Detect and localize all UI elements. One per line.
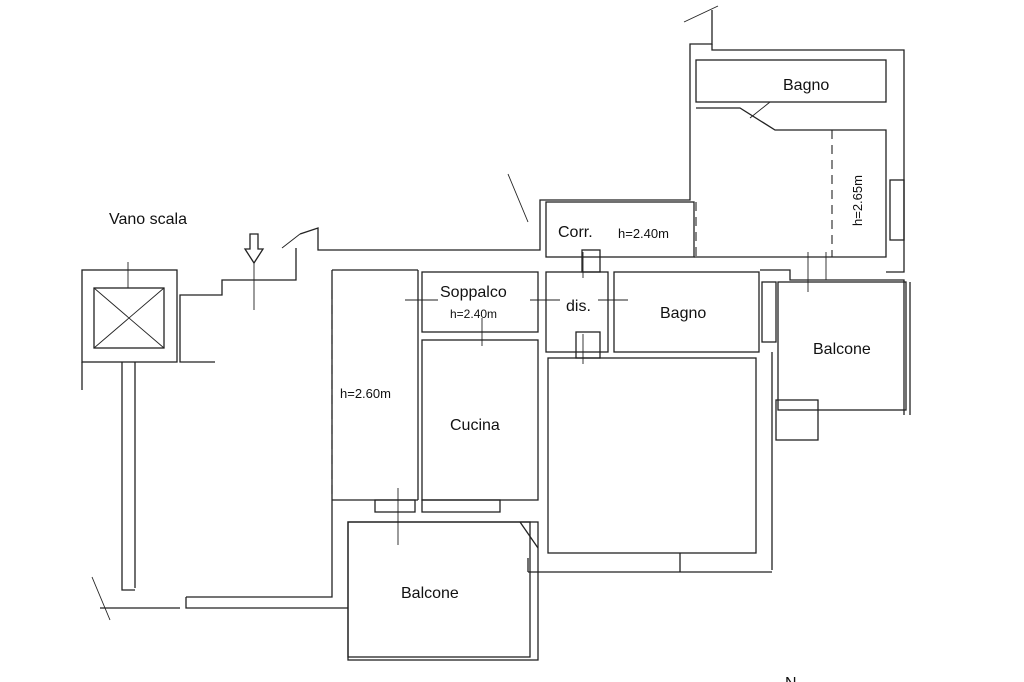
main-walls xyxy=(100,10,911,661)
label-cucina: Cucina xyxy=(450,417,500,434)
label-vano-scala: Vano scala xyxy=(109,211,187,228)
dashed-dividers xyxy=(331,130,833,500)
label-bagno-mid: Bagno xyxy=(660,305,706,322)
stairwell xyxy=(81,262,178,390)
north-indicator: N xyxy=(785,675,797,682)
height-bagno-top: h=2.65m xyxy=(850,175,865,226)
label-corr: Corr. xyxy=(558,224,593,241)
label-bagno-top: Bagno xyxy=(783,77,829,94)
height-corr: h=2.40m xyxy=(618,226,669,241)
label-soppalco: Soppalco xyxy=(440,284,507,301)
height-main-room: h=2.60m xyxy=(340,386,391,401)
label-balcone-bottom: Balcone xyxy=(401,585,459,602)
section-cut-marks xyxy=(91,5,771,621)
label-balcone-right: Balcone xyxy=(813,341,871,358)
label-dis: dis. xyxy=(566,298,591,315)
door-marks xyxy=(397,252,827,545)
entrance-arrow-icon xyxy=(243,233,265,310)
height-soppalco: h=2.40m xyxy=(450,307,497,321)
